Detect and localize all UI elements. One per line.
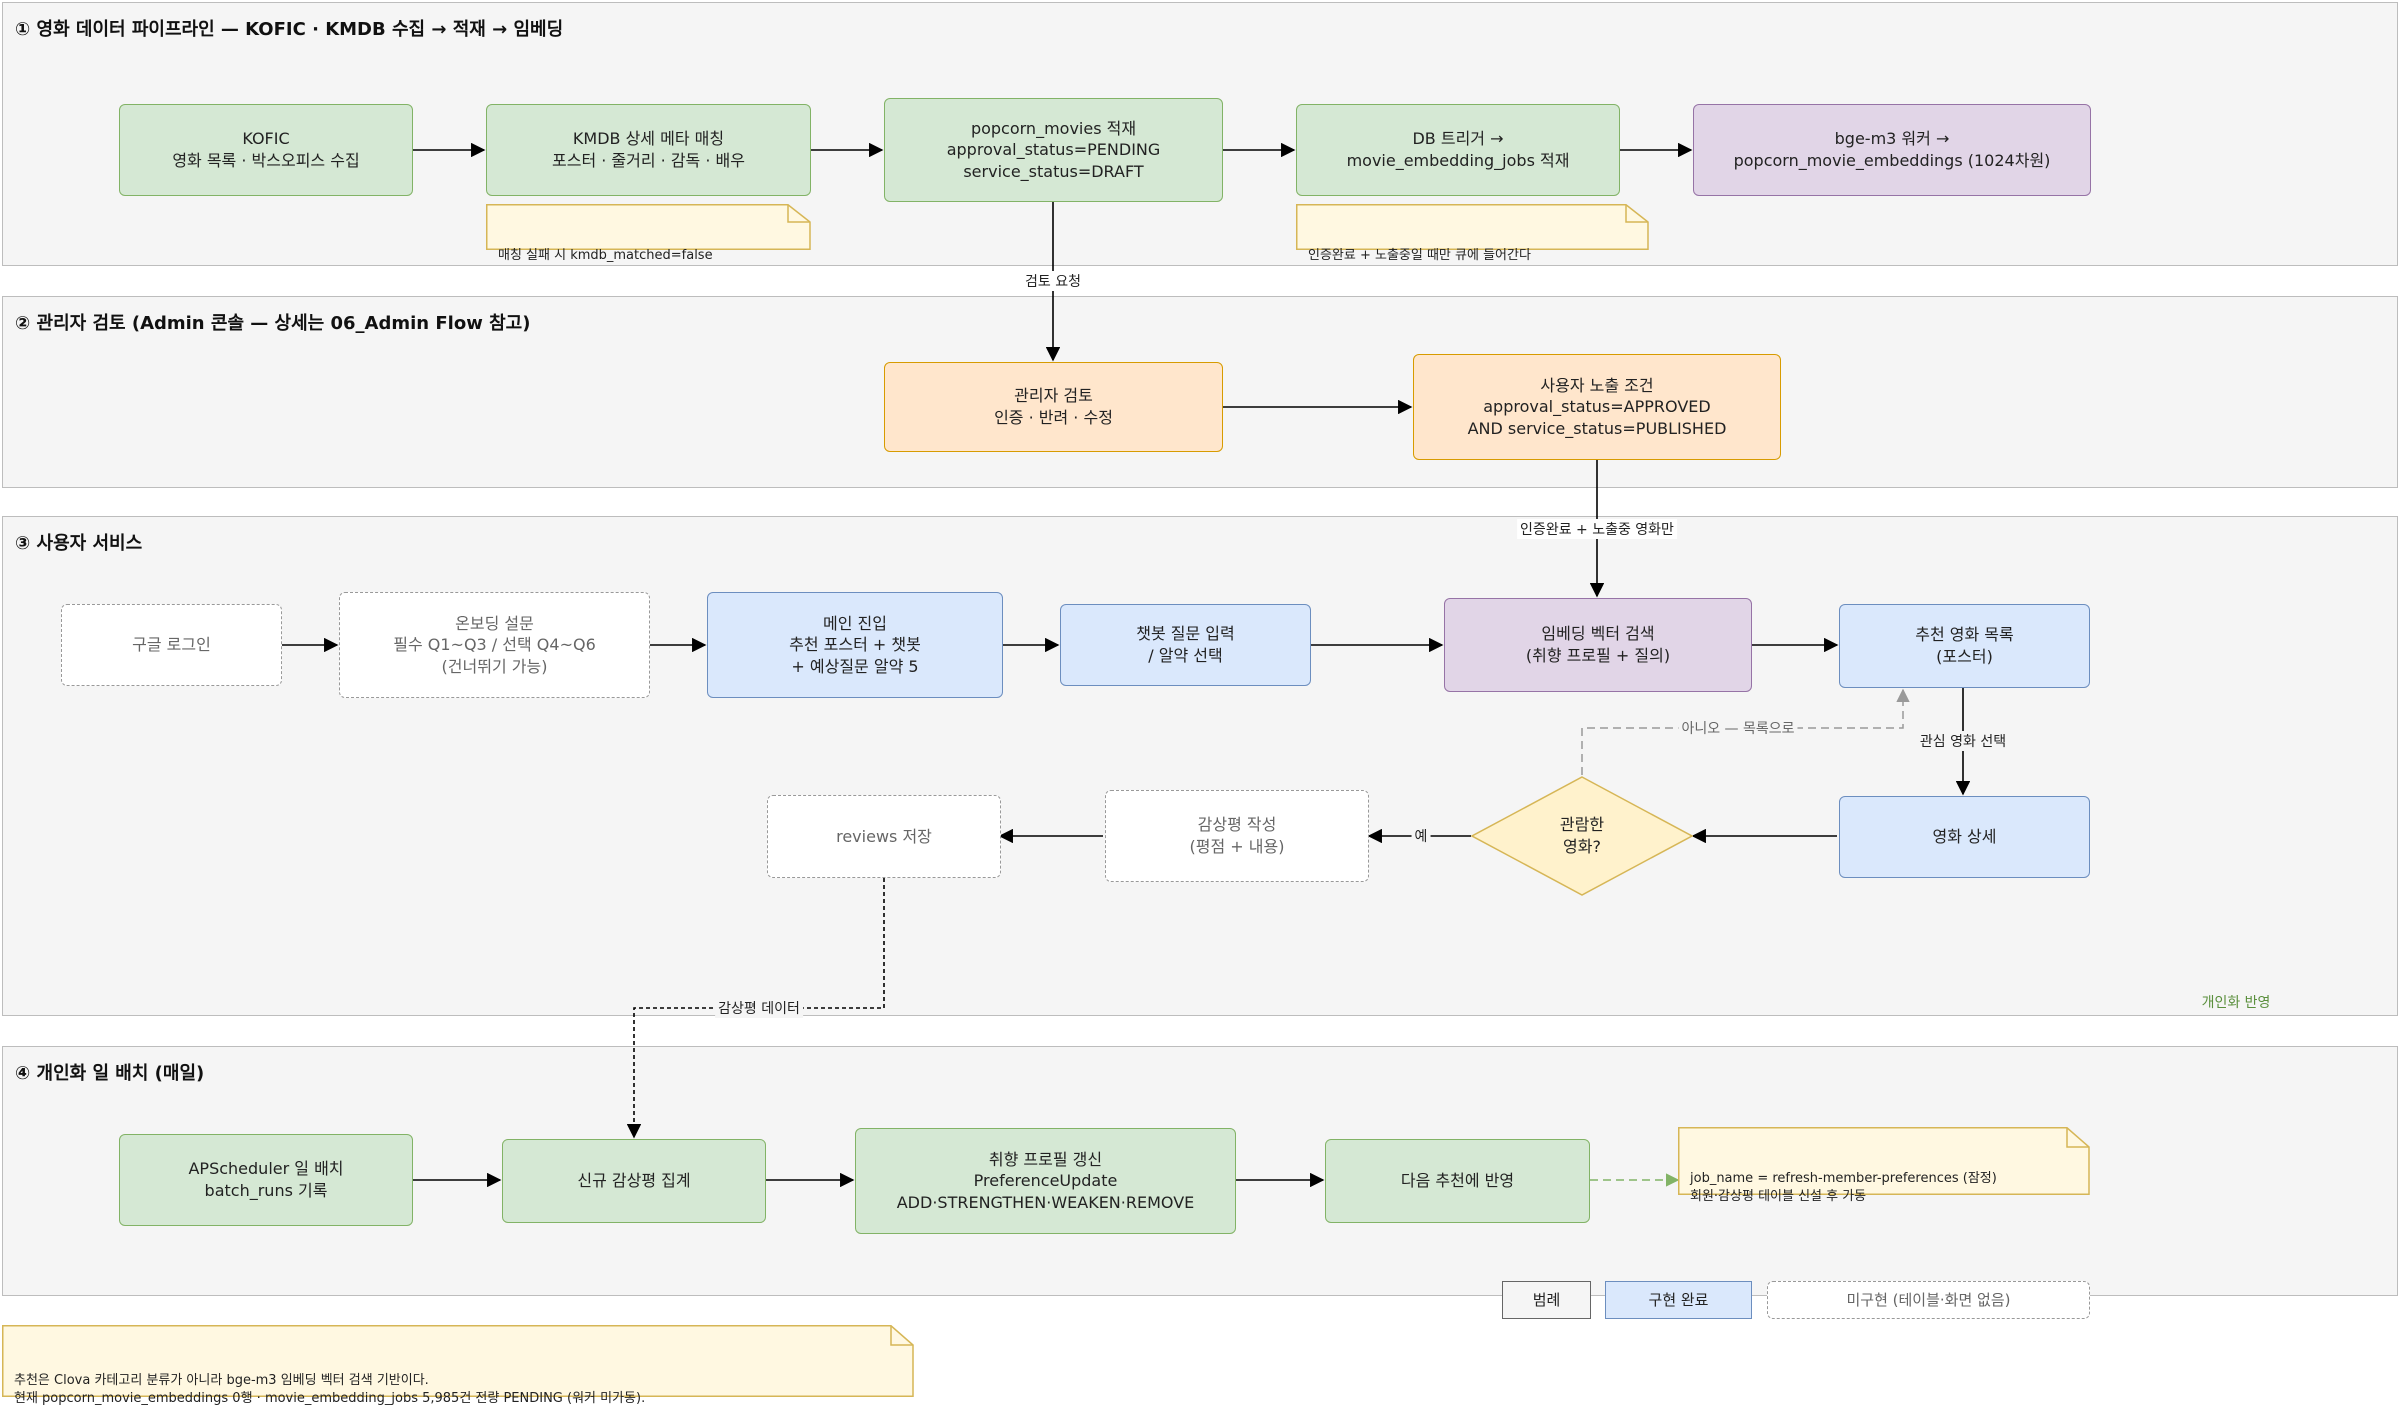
decision-watched-label: 관람한 영화? <box>1559 815 1605 856</box>
node-aggregate-reviews: 신규 감상평 집계 <box>502 1139 766 1223</box>
note-kmdb-fail-text: 매칭 실패 시 kmdb_matched=false <box>498 248 713 264</box>
node-profile-update: 취향 프로필 갱신 PreferenceUpdate ADD·STRENGTHE… <box>855 1128 1236 1234</box>
lane-title-data: ① 영화 데이터 파이프라인 — KOFIC · KMDB 수집 → 적재 → … <box>15 19 564 40</box>
note-footer: 추천은 Clova 카테고리 분류가 아니라 bge-m3 임베딩 벡터 검색 … <box>2 1325 914 1406</box>
node-movie-detail: 영화 상세 <box>1839 796 2090 878</box>
lane-title-user: ③ 사용자 서비스 <box>15 533 143 554</box>
node-write-review: 감상평 작성 (평점 + 내용) <box>1105 790 1369 882</box>
node-vector-search: 임베딩 벡터 검색 (취향 프로필 + 질의) <box>1444 598 1752 692</box>
node-google-login: 구글 로그인 <box>61 604 282 686</box>
label-review-data: 감상평 데이터 <box>715 998 803 1018</box>
note-job-name-text: job_name = refresh-member-preferences (잠… <box>1690 1171 1997 1204</box>
note-queue-condition-text: 인증완료 + 노출중일 때만 큐에 들어간다 <box>1308 248 1531 264</box>
label-no-back-to-list: 아니오 — 목록으로 <box>1678 718 1798 738</box>
node-kofic: KOFIC 영화 목록 · 박스오피스 수집 <box>119 104 413 196</box>
node-chatbot-input: 챗봇 질문 입력 / 알약 선택 <box>1060 604 1311 686</box>
label-approved-only: 인증완료 + 노출중 영화만 <box>1517 519 1677 539</box>
node-next-recommend: 다음 추천에 반영 <box>1325 1139 1590 1223</box>
node-admin-review: 관리자 검토 인증 · 반려 · 수정 <box>884 362 1223 452</box>
lane-admin-review: ② 관리자 검토 (Admin 콘솔 — 상세는 06_Admin Flow 참… <box>2 296 2398 488</box>
label-yes: 예 <box>1411 826 1431 846</box>
note-footer-text: 추천은 Clova 카테고리 분류가 아니라 bge-m3 임베딩 벡터 검색 … <box>14 1373 646 1406</box>
node-apscheduler: APScheduler 일 배치 batch_runs 기록 <box>119 1134 413 1226</box>
node-onboarding: 온보딩 설문 필수 Q1~Q3 / 선택 Q4~Q6 (건너뛰기 가능) <box>339 592 650 698</box>
decision-watched: 관람한 영화? <box>1471 776 1693 896</box>
legend-not-implemented: 미구현 (테이블·화면 없음) <box>1767 1281 2090 1319</box>
lane-title-batch: ④ 개인화 일 배치 (매일) <box>15 1063 205 1084</box>
note-queue-condition: 인증완료 + 노출중일 때만 큐에 들어간다 <box>1296 204 1649 263</box>
label-review-request: 검토 요청 <box>1022 271 1084 291</box>
node-reviews-store: reviews 저장 <box>767 795 1001 878</box>
node-expose-condition: 사용자 노출 조건 approval_status=APPROVED AND s… <box>1413 354 1781 460</box>
lane-title-admin: ② 관리자 검토 (Admin 콘솔 — 상세는 06_Admin Flow 참… <box>15 313 531 334</box>
node-db-trigger: DB 트리거 → movie_embedding_jobs 적재 <box>1296 104 1620 196</box>
node-main-entry: 메인 진입 추천 포스터 + 챗봇 + 예상질문 알약 5 <box>707 592 1003 698</box>
label-personalize: 개인화 반영 <box>2198 992 2274 1012</box>
node-popcorn-movies: popcorn_movies 적재 approval_status=PENDIN… <box>884 98 1223 202</box>
node-kmdb-match: KMDB 상세 메타 매칭 포스터 · 줄거리 · 감독 · 배우 <box>486 104 811 196</box>
node-recommend-list: 추천 영화 목록 (포스터) <box>1839 604 2090 688</box>
label-select-movie: 관심 영화 선택 <box>1916 731 2010 751</box>
legend-title: 범례 <box>1502 1281 1591 1319</box>
note-kmdb-fail: 매칭 실패 시 kmdb_matched=false <box>486 204 811 263</box>
legend-implemented: 구현 완료 <box>1605 1281 1752 1319</box>
note-job-name: job_name = refresh-member-preferences (잠… <box>1678 1127 2090 1204</box>
node-bge-worker: bge-m3 워커 → popcorn_movie_embeddings (10… <box>1693 104 2091 196</box>
